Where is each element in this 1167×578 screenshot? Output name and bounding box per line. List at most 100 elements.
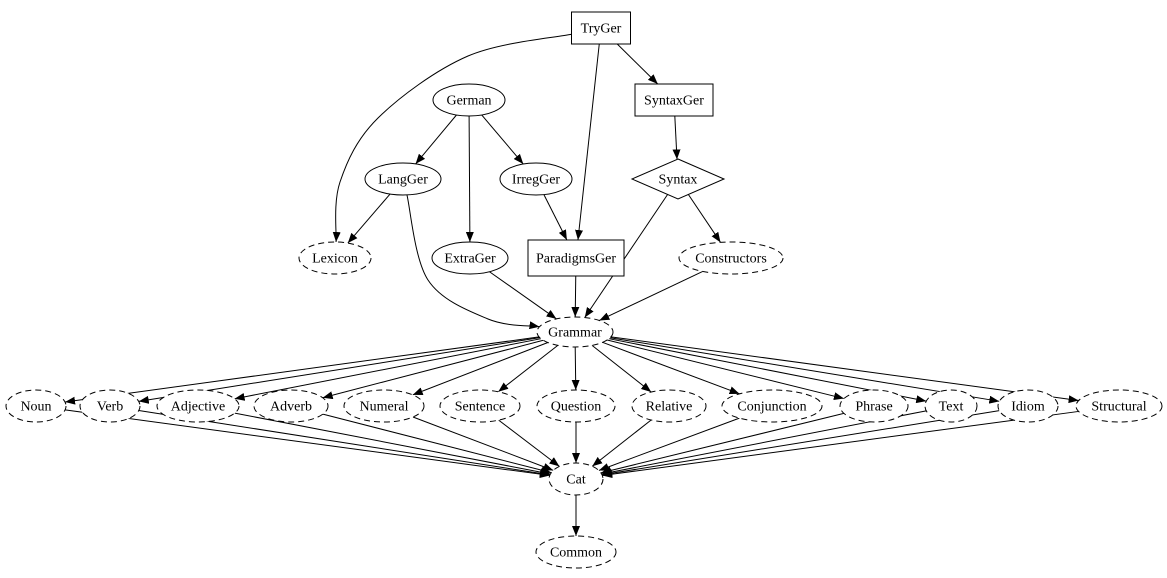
edge-Idiom-Cat <box>601 410 1000 478</box>
node-Common: Common <box>535 535 617 569</box>
node-IrregGer: IrregGer <box>499 162 573 196</box>
node-label-IrregGer: IrregGer <box>512 173 561 188</box>
node-shape-Common <box>535 535 617 569</box>
node-Cat: Cat <box>548 462 604 496</box>
node-label-Lexicon: Lexicon <box>312 252 358 267</box>
edge-Grammar-Relative <box>591 345 652 393</box>
node-shape-Conjunction <box>721 389 823 423</box>
node-label-Relative: Relative <box>646 400 693 415</box>
node-shape-Phrase <box>839 389 909 423</box>
node-shape-Sentence <box>439 389 521 423</box>
node-shape-Text <box>924 389 978 423</box>
node-shape-Syntax <box>630 158 726 200</box>
node-SyntaxGer: SyntaxGer <box>634 83 714 117</box>
edge-Noun-Cat <box>65 409 550 479</box>
node-shape-Idiom <box>997 389 1059 423</box>
node-shape-Adjective <box>156 389 240 423</box>
node-shape-LangGer <box>364 162 442 196</box>
node-ParadigmsGer: ParadigmsGer <box>527 239 625 277</box>
node-Sentence: Sentence <box>439 389 521 423</box>
node-shape-Constructors <box>678 241 784 275</box>
node-ExtraGer: ExtraGer <box>431 241 509 275</box>
node-shape-Cat <box>548 462 604 496</box>
edge-German-IrregGer <box>481 114 524 165</box>
node-label-LangGer: LangGer <box>378 173 428 188</box>
edge-SyntaxGer-Syntax <box>672 115 681 160</box>
node-Idiom: Idiom <box>997 389 1059 423</box>
node-label-Common: Common <box>550 546 602 561</box>
edge-Sentence-Cat <box>498 419 560 467</box>
node-shape-Noun <box>5 389 67 423</box>
node-label-Syntax: Syntax <box>659 173 698 188</box>
node-Constructors: Constructors <box>678 241 784 275</box>
node-Noun: Noun <box>5 389 67 423</box>
node-LangGer: LangGer <box>364 162 442 196</box>
node-shape-Numeral <box>343 389 425 423</box>
node-shape-Adverb <box>253 389 329 423</box>
edge-LangGer-Grammar <box>406 194 540 330</box>
node-shape-Question <box>536 389 616 423</box>
edge-Syntax-Grammar <box>584 194 668 318</box>
node-label-German: German <box>446 94 491 109</box>
edge-Grammar-Sentence <box>497 344 559 393</box>
edge-Grammar-Conjunction <box>602 341 740 395</box>
node-label-Adjective: Adjective <box>171 400 225 415</box>
node-Numeral: Numeral <box>343 389 425 423</box>
node-label-Conjunction: Conjunction <box>737 400 806 415</box>
node-Adjective: Adjective <box>156 389 240 423</box>
node-shape-ParadigmsGer <box>527 239 625 277</box>
edge-ParadigmsGer-Grammar <box>571 275 580 318</box>
node-label-Numeral: Numeral <box>360 400 409 415</box>
edge-Syntax-Constructors <box>687 194 721 243</box>
edge-Grammar-Adjective <box>234 338 542 401</box>
node-shape-Relative <box>631 389 707 423</box>
node-label-Verb: Verb <box>97 400 123 415</box>
edge-Constructors-Grammar <box>599 270 703 321</box>
node-label-ParadigmsGer: ParadigmsGer <box>536 252 616 267</box>
node-Structural: Structural <box>1075 389 1163 423</box>
edge-Grammar-Idiom <box>610 337 1000 404</box>
node-TryGer: TryGer <box>571 11 631 45</box>
edge-Phrase-Cat <box>600 412 844 475</box>
node-shape-Lexicon <box>298 241 372 275</box>
edge-Adjective-Cat <box>234 412 551 477</box>
edge-Structural-Cat <box>602 410 1079 479</box>
node-shape-Grammar <box>536 316 614 348</box>
edge-Grammar-Phrase <box>607 339 845 401</box>
node-label-Structural: Structural <box>1091 400 1146 415</box>
node-label-Sentence: Sentence <box>455 400 506 415</box>
edge-Grammar-Structural <box>610 336 1079 404</box>
edge-German-LangGer <box>415 114 457 165</box>
node-Lexicon: Lexicon <box>298 241 372 275</box>
edge-German-ExtraGer <box>465 115 474 243</box>
node-Conjunction: Conjunction <box>721 389 823 423</box>
node-label-Question: Question <box>551 400 602 415</box>
edge-TryGer-SyntaxGer <box>616 43 659 85</box>
edge-Relative-Cat <box>591 419 652 467</box>
edge-Grammar-Adverb <box>322 339 544 400</box>
node-label-Noun: Noun <box>20 400 51 415</box>
node-label-Phrase: Phrase <box>855 400 892 415</box>
edge-Conjunction-Cat <box>598 417 740 471</box>
node-label-TryGer: TryGer <box>581 22 622 37</box>
edge-TryGer-ParadigmsGer <box>575 43 600 241</box>
edge-Numeral-Cat <box>412 416 554 471</box>
node-shape-IrregGer <box>499 162 573 196</box>
edge-TryGer-Lexicon <box>332 33 572 243</box>
node-shape-ExtraGer <box>431 241 509 275</box>
node-label-Text: Text <box>939 400 964 415</box>
edge-Grammar-Numeral <box>412 342 549 396</box>
node-Phrase: Phrase <box>839 389 909 423</box>
node-shape-Verb <box>79 389 141 423</box>
node-label-Cat: Cat <box>566 473 586 488</box>
node-German: German <box>432 83 506 117</box>
node-label-ExtraGer: ExtraGer <box>444 252 496 267</box>
node-Syntax: Syntax <box>630 158 726 200</box>
edge-Adverb-Cat <box>322 413 552 475</box>
node-shape-SyntaxGer <box>634 83 714 117</box>
node-Text: Text <box>924 389 978 423</box>
node-Question: Question <box>536 389 616 423</box>
edge-Grammar-Noun <box>64 336 540 405</box>
